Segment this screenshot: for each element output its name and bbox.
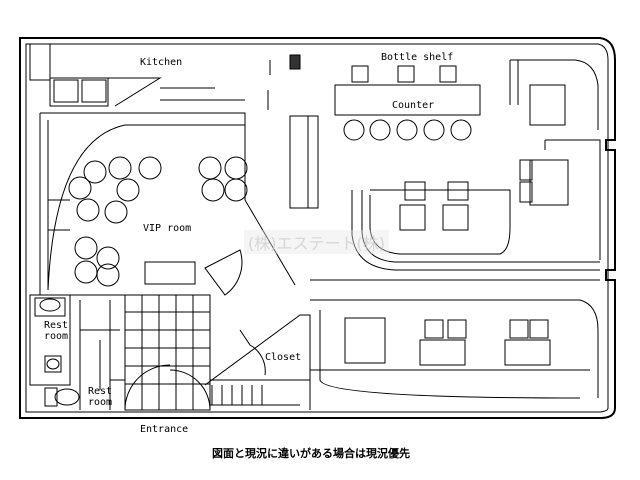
label-vip-room: VIP room — [143, 223, 192, 234]
disclaimer-note: 図面と現況に違いがある場合は現況優先 — [212, 447, 410, 460]
label-kitchen: Kitchen — [140, 57, 183, 68]
label-rest-room-2: Rest room — [87, 386, 113, 408]
label-entrance: Entrance — [140, 424, 189, 435]
label-counter: Counter — [392, 100, 435, 111]
label-closet: Closet — [265, 352, 302, 363]
label-bottle-shelf: Bottle shelf — [381, 52, 454, 63]
label-rest-room-1: Rest room — [43, 320, 69, 342]
watermark: (株)エステート(株) — [244, 230, 389, 254]
